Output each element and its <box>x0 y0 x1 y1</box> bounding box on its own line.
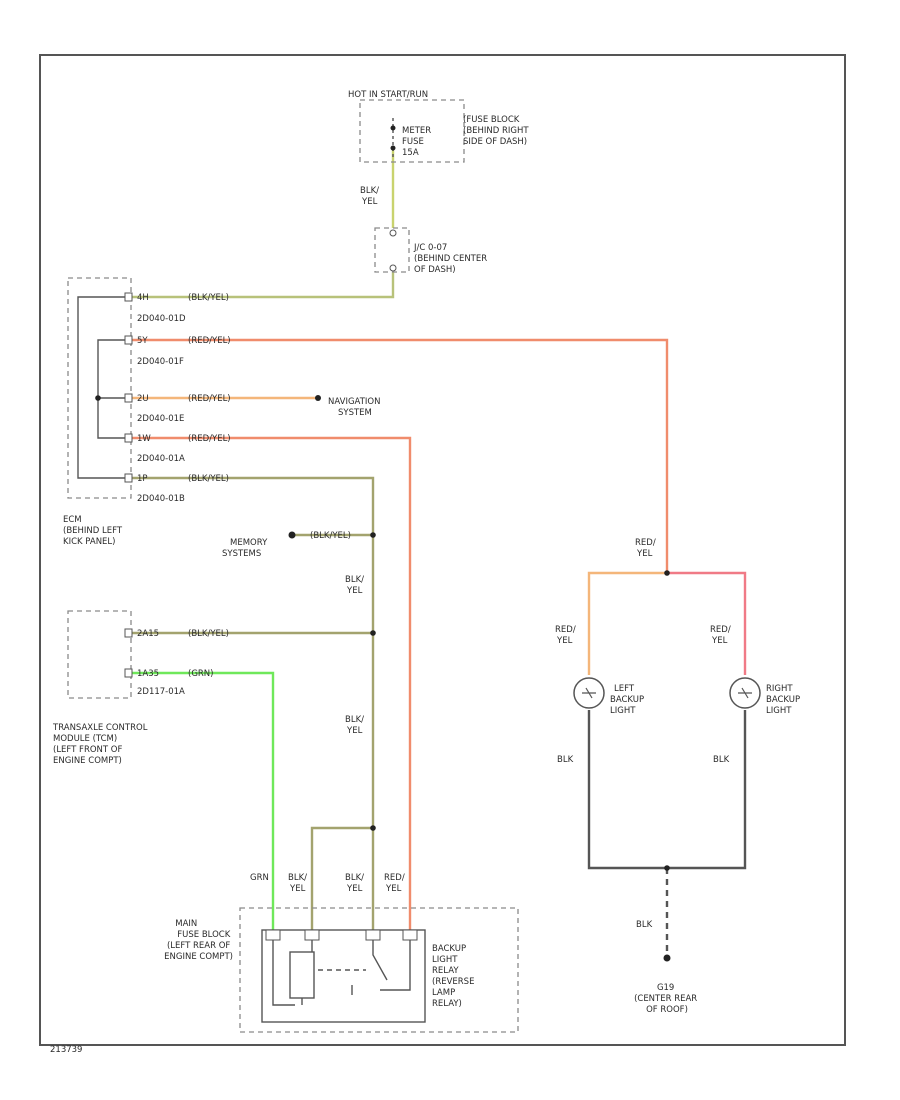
hot-in-start-run-label: HOT IN START/RUN <box>348 90 428 100</box>
splice-memory-left <box>288 531 296 539</box>
joint-connector-label: J/C 0-07 (BEHIND CENTER OF DASH) <box>413 243 490 275</box>
svg-text:1W: 1W <box>137 434 151 444</box>
ecm-pin-5y: 5Y (RED/YEL) 2D040-01F <box>137 336 231 367</box>
splice-memory <box>370 532 376 538</box>
wire-red-yel-top-label: RED/ YEL <box>635 538 658 559</box>
relay-label: BACKUP LIGHT RELAY (REVERSE LAMP RELAY) <box>432 944 477 1009</box>
ground-label: G19 (CENTER REAR OF ROOF) <box>634 983 700 1015</box>
wire-5y-red-yel[interactable] <box>132 338 669 573</box>
relay-wire-red-yel-label: RED/ YEL <box>384 873 407 894</box>
wire-red-yel-left-label: RED/ YEL <box>555 625 578 646</box>
wire-tcm-down-label: BLK/ YEL <box>345 715 367 736</box>
svg-text:(RED/YEL): (RED/YEL) <box>188 394 231 404</box>
ecm-pin-1w: 1W (RED/YEL) 2D040-01A <box>137 434 231 464</box>
main-fuse-block-label: MAIN FUSE BLOCK (LEFT REAR OF ENGINE COM… <box>164 919 233 962</box>
svg-text:(RED/YEL): (RED/YEL) <box>188 336 231 346</box>
right-backup-light-bulb <box>729 677 761 709</box>
relay-internals <box>272 940 411 1006</box>
svg-text:2D040-01B: 2D040-01B <box>137 494 185 504</box>
svg-text:2D040-01A: 2D040-01A <box>137 454 185 464</box>
wire-fuse-to-jc-label: BLK/ YEL <box>360 186 382 207</box>
ecm-label: ECM (BEHIND LEFT KICK PANEL) <box>63 515 125 547</box>
wire-right-lamp-red-yel[interactable] <box>667 571 747 675</box>
relay-wire-grn-label: GRN <box>250 873 269 883</box>
tcm-label: TRANSAXLE CONTROL MODULE (TCM) (LEFT FRO… <box>52 723 150 766</box>
svg-text:1A35: 1A35 <box>137 669 159 679</box>
svg-text:5Y: 5Y <box>137 336 148 346</box>
svg-text:2D040-01D: 2D040-01D <box>137 314 186 324</box>
ecm-box <box>67 277 132 499</box>
fuse-terminal-bottom <box>390 145 396 151</box>
diagram-id: 213739 <box>50 1045 82 1055</box>
svg-text:4H: 4H <box>137 293 149 303</box>
splice-ecm-bus <box>95 395 101 401</box>
ecm-internal-bus-2 <box>77 296 132 479</box>
wire-1p-blk-yel[interactable] <box>132 476 375 930</box>
memory-wire-label: (BLK/YEL) <box>310 531 351 541</box>
main-fuse-block-box <box>239 907 519 1033</box>
ecm-internal-bus <box>97 339 132 439</box>
svg-text:2D117-01A: 2D117-01A <box>137 687 185 697</box>
jc-terminal-top <box>389 229 397 237</box>
svg-text:(BLK/YEL): (BLK/YEL) <box>188 474 229 484</box>
svg-text:2D040-01F: 2D040-01F <box>137 357 184 367</box>
tcm-box <box>67 610 132 699</box>
ecm-pin-markers <box>124 292 133 483</box>
svg-text:(BLK/YEL): (BLK/YEL) <box>188 293 229 303</box>
splice-relay-coil <box>370 825 376 831</box>
splice-lamps-ground <box>664 865 670 871</box>
joint-connector-box <box>374 227 410 273</box>
svg-text:2D040-01E: 2D040-01E <box>137 414 184 424</box>
wire-red-yel-right-label: RED/ YEL <box>710 625 733 646</box>
diagram-frame <box>39 54 846 1046</box>
ecm-pin-4h: 4H (BLK/YEL) 2D040-01D <box>137 293 229 324</box>
ground-point <box>663 954 671 962</box>
ecm-pin-2u: 2U (RED/YEL) 2D040-01E <box>137 394 231 424</box>
wire-tcm-1a35-grn[interactable] <box>132 671 275 930</box>
wire-lamps-blk[interactable] <box>587 710 747 870</box>
tcm-pin-2a15: 2A15 (BLK/YEL) <box>137 629 229 639</box>
relay-wire-blk-yel-2-label: BLK/ YEL <box>345 873 367 894</box>
ecm-pin-1p: 1P (BLK/YEL) 2D040-01B <box>137 474 229 504</box>
left-backup-light-label: LEFT BACKUP LIGHT <box>610 684 647 716</box>
wire-left-lamp-red-yel[interactable] <box>587 571 667 675</box>
jc-terminal-bottom <box>389 264 397 272</box>
svg-text:2A15: 2A15 <box>137 629 159 639</box>
splice-navigation <box>315 395 321 401</box>
fuse-block-dash-label: (FUSE BLOCK (BEHIND RIGHT SIDE OF DASH) <box>463 115 531 147</box>
svg-text:1P: 1P <box>137 474 148 484</box>
relay-wire-blk-yel-1-label: BLK/ YEL <box>288 873 310 894</box>
relay-terminals <box>265 929 418 941</box>
fuse-terminal-top <box>390 125 396 131</box>
fuse-block-dash-box <box>359 99 465 163</box>
wire-relay-coil-blk-yel[interactable] <box>310 826 373 930</box>
svg-text:(BLK/YEL): (BLK/YEL) <box>188 629 229 639</box>
wire-jc-to-ecm-4h[interactable] <box>132 272 395 299</box>
splice-lamps-feed <box>664 570 670 576</box>
svg-text:(RED/YEL): (RED/YEL) <box>188 434 231 444</box>
wire-blk-left-label: BLK <box>557 755 574 765</box>
right-backup-light-label: RIGHT BACKUP LIGHT <box>766 684 803 716</box>
navigation-system-label: NAVIGATION SYSTEM <box>328 397 383 418</box>
wire-memory-down-label: BLK/ YEL <box>345 575 367 596</box>
relay-box <box>261 929 426 1023</box>
tcm-pin-markers <box>124 628 133 678</box>
tcm-pin-1a35: 1A35 (GRN) 2D117-01A <box>137 669 213 697</box>
svg-text:2U: 2U <box>137 394 149 404</box>
fuse-meter-label: METER FUSE 15A <box>402 126 434 158</box>
splice-tcm <box>370 630 376 636</box>
wire-blk-right-label: BLK <box>713 755 730 765</box>
svg-text:(GRN): (GRN) <box>188 669 213 679</box>
wire-blk-ground-label: BLK <box>636 920 653 930</box>
wire-1w-red-yel[interactable] <box>132 436 412 930</box>
left-backup-light-bulb <box>573 677 605 709</box>
memory-systems-label: MEMORY SYSTEMS <box>222 538 270 559</box>
